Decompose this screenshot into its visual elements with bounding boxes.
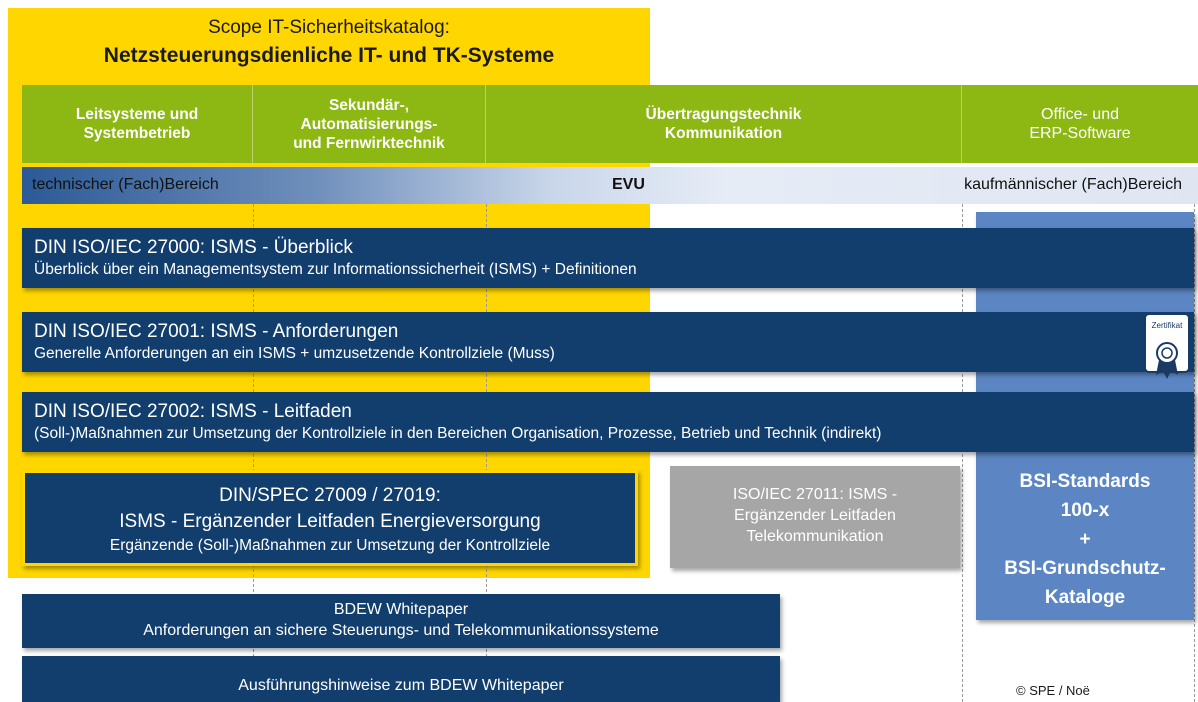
din-spec-line2: ISMS - Ergänzender Leitfaden Energievers…	[119, 511, 541, 532]
column-leitsysteme-line1: Leitsysteme und	[75, 106, 199, 123]
standard-27001-title: DIN ISO/IEC 27001: ISMS - Anforderungen	[34, 321, 399, 342]
standard-27000-subtitle: Überblick über ein Managementsystem zur …	[34, 261, 637, 278]
standard-27002-subtitle: (Soll-)Maßnahmen zur Umsetzung der Kontr…	[34, 425, 882, 442]
column-sekundaer-line1: Sekundär-,	[328, 96, 410, 114]
bdew-hints-label: Ausführungshinweise zum BDEW Whitepaper	[238, 677, 564, 694]
column-office: Office- und ERP-Software	[962, 85, 1198, 163]
iso-27011-line2: Ergänzender Leitfaden	[734, 507, 896, 524]
standard-27001-subtitle: Generelle Anforderungen an ein ISMS + um…	[34, 345, 555, 362]
evu-bar: technischer (Fach)Bereich EVU kaufmännis…	[22, 167, 1198, 204]
column-sekundaer: Sekundär-, Automatisierungs- und Fernwir…	[253, 85, 486, 163]
column-uebertragung: Übertragungstechnik Kommunikation	[486, 85, 962, 163]
iso-27011-line3: Telekommunikation	[746, 528, 884, 545]
scope-title-line1: Scope IT-Sicherheitskatalog:	[208, 17, 450, 38]
copyright-notice: © SPE / Noë	[1016, 683, 1090, 698]
bdew-line1: BDEW Whitepaper	[333, 601, 469, 618]
column-office-line2: ERP-Software	[1029, 125, 1131, 142]
bsi-line2: 100-x	[1060, 500, 1110, 521]
bsi-line1: BSI-Standards	[1019, 471, 1151, 492]
standard-27001-box: DIN ISO/IEC 27001: ISMS - Anforderungen …	[22, 312, 1194, 372]
iso-27011-box: ISO/IEC 27011: ISMS - Ergänzender Leitfa…	[670, 466, 960, 568]
column-divider	[486, 204, 487, 702]
iso-27011-line1: ISO/IEC 27011: ISMS -	[732, 486, 898, 503]
column-divider	[962, 204, 963, 702]
standard-27000-title: DIN ISO/IEC 27000: ISMS - Überblick	[34, 237, 353, 258]
certificate-icon: Zertifikat	[1144, 313, 1192, 383]
scope-title: Scope IT-Sicherheitskatalog: Netzsteueru…	[8, 14, 650, 70]
column-sekundaer-line3: und Fernwirktechnik	[293, 134, 445, 152]
bsi-line5: Kataloge	[1044, 587, 1126, 608]
bdew-whitepaper-box: BDEW Whitepaper Anforderungen an sichere…	[22, 594, 780, 648]
standard-27002-box: DIN ISO/IEC 27002: ISMS - Leitfaden (Sol…	[22, 392, 1194, 452]
column-leitsysteme-line2: Systembetrieb	[83, 125, 191, 142]
column-uebertragung-line2: Kommunikation	[664, 125, 783, 142]
standard-27000-box: DIN ISO/IEC 27000: ISMS - Überblick Über…	[22, 228, 1194, 288]
bdew-line2: Anforderungen an sichere Steuerungs- und…	[143, 622, 659, 639]
din-spec-line1: DIN/SPEC 27009 / 27019:	[219, 485, 441, 506]
column-divider	[253, 204, 254, 702]
evu-center-label: EVU	[612, 176, 645, 193]
bdew-hints-box: Ausführungshinweise zum BDEW Whitepaper	[22, 656, 780, 702]
bsi-line4: BSI-Grundschutz-	[1004, 558, 1166, 579]
column-sekundaer-line2: Automatisierungs-	[300, 115, 438, 133]
standard-27002-title: DIN ISO/IEC 27002: ISMS - Leitfaden	[34, 401, 352, 422]
evu-right-label: kaufmännischer (Fach)Bereich	[964, 176, 1182, 193]
column-leitsysteme: Leitsysteme und Systembetrieb	[22, 85, 253, 163]
certificate-label: Zertifikat	[1152, 321, 1183, 330]
column-office-line1: Office- und	[1041, 106, 1119, 123]
din-spec-box: DIN/SPEC 27009 / 27019: ISMS - Ergänzend…	[22, 470, 638, 566]
column-divider	[1194, 204, 1195, 702]
scope-title-line2: Netzsteuerungsdienliche IT- und TK-Syste…	[103, 44, 555, 67]
evu-left-label: technischer (Fach)Bereich	[32, 176, 219, 193]
column-uebertragung-line1: Übertragungstechnik	[645, 106, 802, 123]
din-spec-line3: Ergänzende (Soll-)Maßnahmen zur Umsetzun…	[109, 537, 551, 554]
bsi-line3: +	[1079, 529, 1091, 550]
